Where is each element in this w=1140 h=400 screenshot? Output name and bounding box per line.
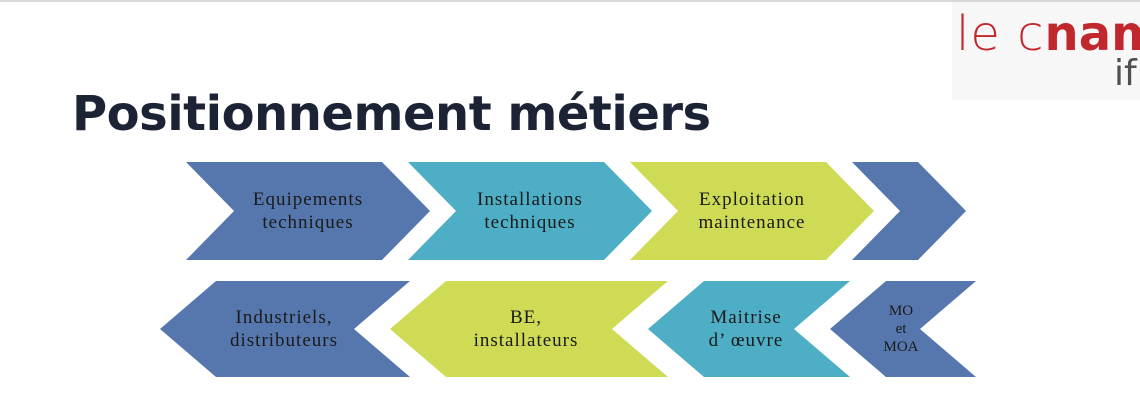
top-label-equipements-1: techniques (262, 212, 353, 233)
bottom-label-industriels-1: distributeurs (230, 330, 338, 351)
top-label-exploitation-1: maintenance (698, 212, 805, 233)
bottom-chevron-mo (830, 281, 976, 377)
top-border (0, 0, 1140, 2)
logo-text-bold: nam (1044, 6, 1140, 62)
bottom-chevron-be (390, 281, 668, 377)
bottom-label-mo-1: et (896, 321, 908, 337)
row-top-chevrons: EquipementstechniquesInstallationstechni… (186, 162, 966, 260)
top-chevron-installations (408, 162, 652, 260)
top-label-exploitation-0: Exploitation (699, 189, 805, 210)
row-bottom-chevrons: Industriels,distributeurs BE,installateur… (160, 281, 976, 377)
bottom-label-maitrise-1: d’ œuvre (709, 330, 784, 351)
top-chevron-blank (852, 162, 966, 260)
bottom-chevron-industriels (160, 281, 410, 377)
slide-title: Positionnement métiers (72, 86, 711, 142)
logo-subtext: if (1114, 53, 1137, 94)
top-label-equipements-0: Equipements (253, 189, 363, 210)
top-chevron-equipements (186, 162, 430, 260)
bottom-label-be-0: BE, (510, 307, 542, 328)
bottom-chevron-maitrise (648, 281, 850, 377)
top-label-installations-0: Installations (477, 189, 583, 210)
top-chevron-exploitation (630, 162, 874, 260)
logo-area (952, 2, 1140, 100)
bottom-label-maitrise-0: Maitrise (710, 307, 781, 328)
bottom-label-industriels-0: Industriels, (236, 307, 333, 328)
logo-text-light: le c (956, 6, 1045, 62)
bottom-label-mo-0: MO (889, 303, 913, 319)
bottom-label-mo-2: MOA (883, 339, 918, 355)
logo-wordmark: le cnam (956, 6, 1140, 62)
bottom-label-be-1: installateurs (474, 330, 579, 351)
top-label-installations-1: techniques (484, 212, 575, 233)
